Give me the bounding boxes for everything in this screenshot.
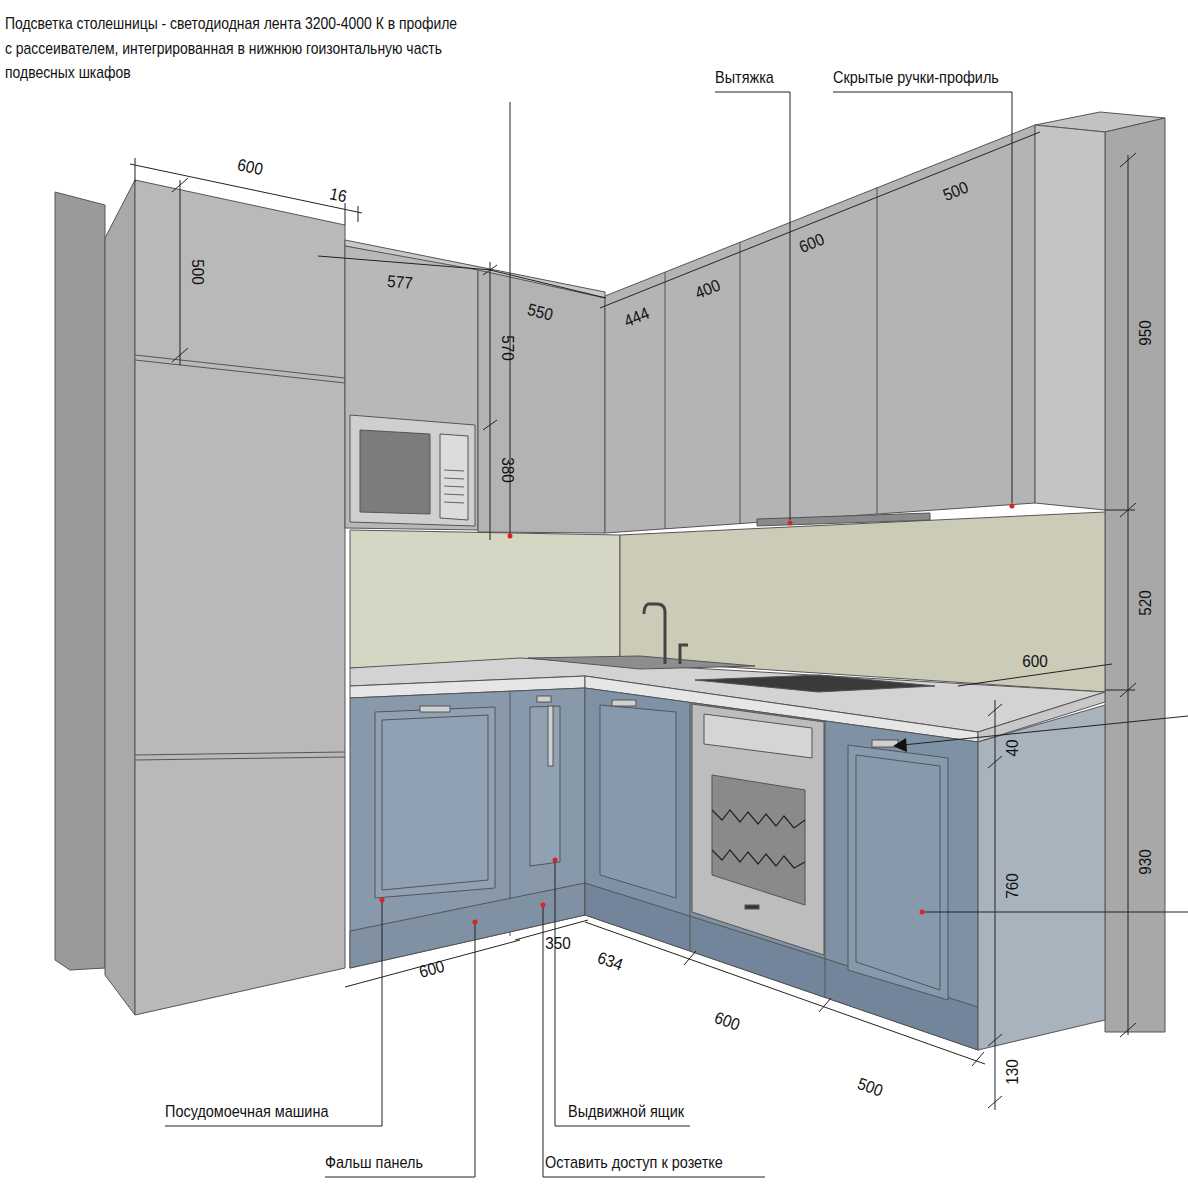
dimension-value: 634 [595, 948, 626, 976]
dimension-value: 350 [545, 934, 571, 954]
dimension-value: 570 [497, 335, 517, 361]
dimension-value: 40 [1003, 739, 1023, 756]
dimension-value: 130 [1003, 1059, 1023, 1085]
note-text: Подсветка столешницы - светодиодная лент… [5, 12, 464, 86]
dimension-value: 380 [497, 457, 517, 483]
callout-label: Фальш панель [325, 1153, 423, 1173]
dimension-value: 500 [187, 259, 207, 285]
dimension-value: 600 [235, 155, 264, 180]
dimension-value: 950 [1136, 320, 1156, 346]
callout-label: Скрытые ручки-профиль [833, 68, 999, 88]
dimension-value: 520 [1136, 590, 1156, 616]
dimension-value: 600 [417, 957, 447, 983]
callout-label: Вытяжка [715, 68, 774, 88]
callout-label: Выдвижной ящик [568, 1102, 684, 1122]
dimension-value: 577 [386, 272, 413, 295]
dimension-value: 600 [1022, 652, 1048, 672]
dimension-value: 760 [1003, 873, 1023, 899]
callout-label: Посудомоечная машина [165, 1102, 328, 1122]
dimension-value: 500 [855, 1074, 886, 1102]
callout-label: Оставить доступ к розетке [545, 1153, 723, 1173]
dimension-value: 930 [1136, 849, 1156, 875]
dimension-value: 600 [712, 1008, 743, 1036]
